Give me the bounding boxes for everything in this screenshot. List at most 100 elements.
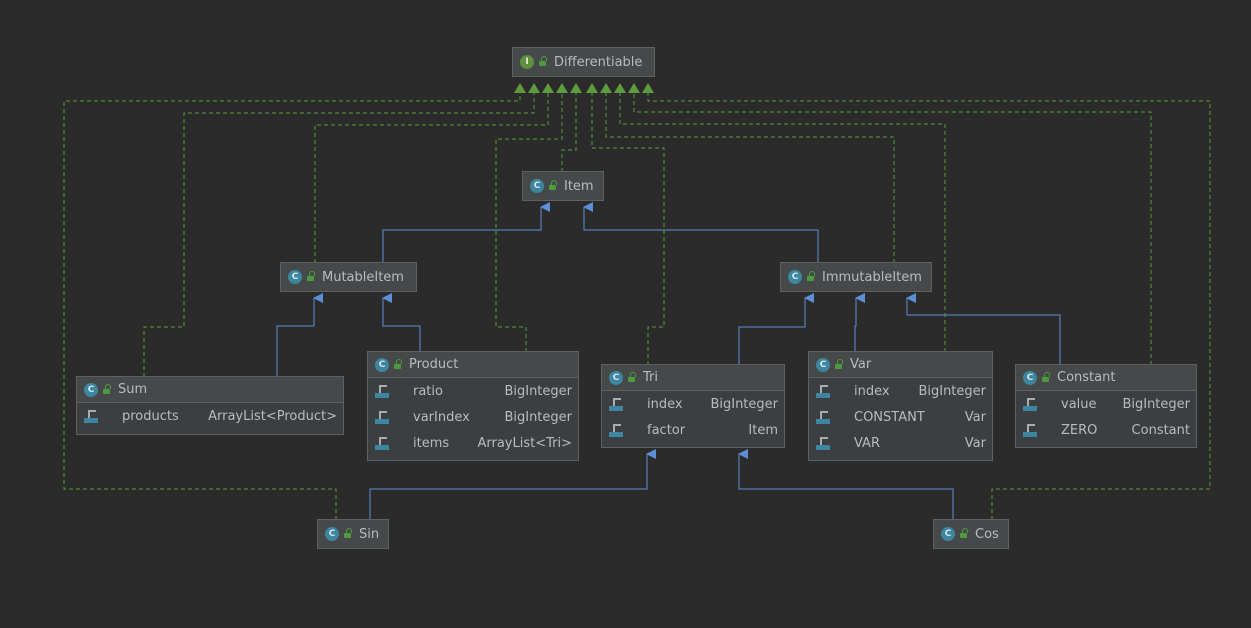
field-icon bbox=[609, 397, 623, 411]
class-icon: C bbox=[1023, 370, 1037, 385]
field-type: Constant bbox=[1131, 422, 1190, 438]
node-immutableitem[interactable]: C ImmutableItem bbox=[780, 262, 932, 292]
field-icon bbox=[609, 423, 623, 437]
public-lock-icon bbox=[548, 180, 557, 190]
node-title: Var bbox=[850, 357, 872, 372]
field-icon bbox=[375, 384, 389, 398]
field-row[interactable]: varIndex BigInteger bbox=[368, 404, 578, 430]
node-cos[interactable]: C Cos bbox=[933, 519, 1009, 549]
field-row[interactable]: ratio BigInteger bbox=[368, 378, 578, 404]
field-icon bbox=[84, 409, 98, 423]
edge-immutableitem-extends-item bbox=[583, 202, 819, 263]
class-icon: C bbox=[941, 527, 955, 541]
field-type: ArrayList<Tri> bbox=[477, 435, 572, 451]
field-name: ZERO bbox=[1061, 422, 1098, 438]
field-row[interactable]: index BigInteger bbox=[809, 378, 992, 404]
interface-icon: I bbox=[520, 55, 534, 69]
field-row[interactable]: index BigInteger bbox=[602, 391, 784, 417]
node-product[interactable]: C Product ratio BigInteger varIndex BigI… bbox=[367, 351, 579, 461]
node-title: Constant bbox=[1057, 370, 1116, 385]
node-item[interactable]: C Item bbox=[522, 171, 604, 201]
edge-product-implements-differentiable bbox=[495, 93, 563, 352]
field-type: BigInteger bbox=[710, 396, 778, 412]
field-icon bbox=[375, 436, 389, 450]
field-type: Var bbox=[964, 409, 986, 425]
edge-immutableitem-implements-differentiable bbox=[605, 93, 895, 263]
public-lock-icon bbox=[306, 271, 315, 281]
field-name: varIndex bbox=[413, 409, 470, 425]
edge-mutableitem-extends-item bbox=[382, 202, 550, 263]
field-row[interactable]: value BigInteger bbox=[1016, 391, 1196, 417]
class-icon: C bbox=[325, 527, 339, 541]
public-lock-icon bbox=[1041, 371, 1050, 382]
node-tri[interactable]: C Tri index BigInteger factor Item bbox=[601, 364, 785, 448]
node-var[interactable]: C Var index BigInteger CONSTANT Var VAR … bbox=[808, 351, 993, 461]
edge-tri-implements-differentiable bbox=[591, 93, 665, 365]
class-icon: C bbox=[84, 382, 98, 397]
field-icon bbox=[816, 436, 830, 450]
node-title: Sum bbox=[118, 382, 148, 397]
edge-constant-implements-differentiable bbox=[633, 93, 1152, 365]
public-lock-icon bbox=[343, 528, 352, 538]
edge-var-implements-differentiable bbox=[619, 93, 946, 352]
field-type: ArrayList<Product> bbox=[208, 408, 337, 424]
public-lock-icon bbox=[393, 358, 402, 369]
field-icon bbox=[816, 410, 830, 424]
field-icon bbox=[1023, 397, 1037, 411]
public-lock-icon bbox=[834, 358, 843, 369]
field-row[interactable]: VAR Var bbox=[809, 430, 992, 456]
public-lock-icon bbox=[102, 383, 111, 394]
implements-arrowheads bbox=[514, 83, 654, 93]
edge-cos-extends-tri bbox=[738, 449, 954, 520]
node-title: MutableItem bbox=[322, 269, 404, 285]
field-row[interactable]: CONSTANT Var bbox=[809, 404, 992, 430]
implements-edges bbox=[63, 93, 1211, 520]
field-row[interactable]: factor Item bbox=[602, 417, 784, 443]
edge-var-extends-immutableitem bbox=[854, 293, 865, 352]
field-type: BigInteger bbox=[1122, 396, 1190, 412]
field-name: products bbox=[122, 408, 179, 424]
class-icon: C bbox=[530, 179, 544, 193]
field-type: BigInteger bbox=[504, 409, 572, 425]
extends-edges bbox=[276, 202, 1061, 520]
node-title: Product bbox=[409, 357, 459, 372]
node-title: Item bbox=[564, 178, 594, 194]
node-sum[interactable]: C Sum products ArrayList<Product> bbox=[76, 376, 344, 435]
field-name: VAR bbox=[854, 435, 880, 451]
class-icon: C bbox=[288, 270, 302, 284]
node-title: Differentiable bbox=[554, 54, 643, 70]
node-differentiable[interactable]: I Differentiable bbox=[512, 47, 655, 77]
edge-product-extends-mutableitem bbox=[382, 293, 421, 352]
edge-cos-implements-differentiable bbox=[647, 93, 1211, 520]
node-title: Tri bbox=[643, 370, 658, 385]
class-icon: C bbox=[816, 357, 830, 372]
node-title: Cos bbox=[975, 526, 999, 542]
field-name: CONSTANT bbox=[854, 409, 925, 425]
field-name: index bbox=[647, 396, 683, 412]
field-type: Item bbox=[748, 422, 778, 438]
field-type: BigInteger bbox=[918, 383, 986, 399]
public-lock-icon bbox=[627, 371, 636, 382]
field-type: BigInteger bbox=[504, 383, 572, 399]
field-icon bbox=[375, 410, 389, 424]
node-title: Sin bbox=[359, 526, 380, 542]
edge-sin-implements-differentiable bbox=[63, 93, 521, 520]
field-name: factor bbox=[647, 422, 686, 438]
edge-sin-extends-tri bbox=[369, 449, 656, 520]
field-row[interactable]: products ArrayList<Product> bbox=[77, 403, 343, 429]
field-type: Var bbox=[964, 435, 986, 451]
field-row[interactable]: items ArrayList<Tri> bbox=[368, 430, 578, 456]
node-mutableitem[interactable]: C MutableItem bbox=[280, 262, 417, 292]
field-name: index bbox=[854, 383, 890, 399]
node-constant[interactable]: C Constant value BigInteger ZERO Constan… bbox=[1015, 364, 1197, 448]
edge-mutableitem-implements-differentiable bbox=[314, 93, 549, 263]
edge-item-implements-differentiable bbox=[561, 93, 577, 172]
public-lock-icon bbox=[806, 271, 815, 281]
edge-sum-implements-differentiable bbox=[143, 93, 535, 377]
field-name: ratio bbox=[413, 383, 443, 399]
edge-constant-extends-immutableitem bbox=[906, 293, 1061, 365]
node-sin[interactable]: C Sin bbox=[317, 519, 389, 549]
public-lock-icon bbox=[959, 528, 968, 538]
field-row[interactable]: ZERO Constant bbox=[1016, 417, 1196, 443]
